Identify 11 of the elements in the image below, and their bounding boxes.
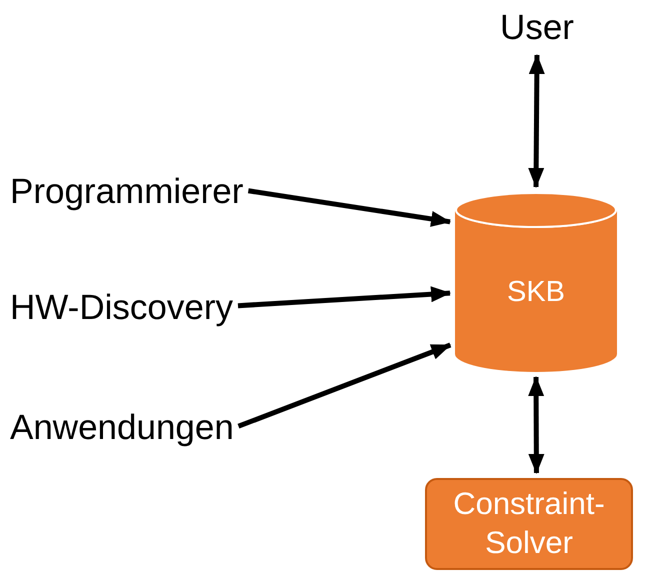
text-label: Anwendungen [10, 408, 234, 448]
text-label: Programmierer [10, 172, 244, 212]
arrow [528, 54, 545, 188]
arrow [238, 286, 451, 308]
node-label: SKB [506, 276, 566, 308]
process-box: Constraint-Solver [425, 478, 633, 570]
text-label: User [470, 6, 604, 50]
arrow [238, 342, 452, 429]
arrow [528, 376, 544, 474]
text-label: HW-Discovery [10, 288, 233, 328]
arrow [248, 188, 452, 227]
